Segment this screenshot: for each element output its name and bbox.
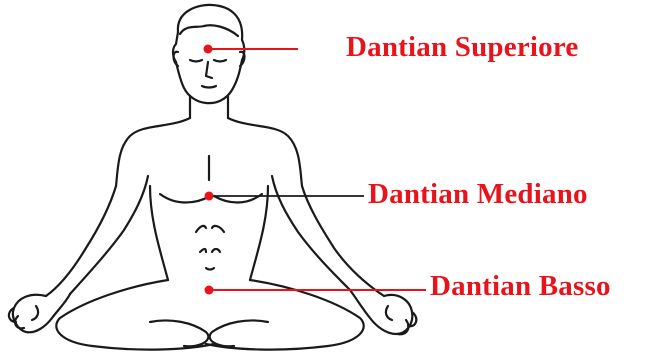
right-arm-inner — [272, 176, 350, 290]
mouth — [202, 86, 216, 88]
middle-dantian-label: Dantian Mediano — [368, 180, 588, 209]
upper-dantian-dot — [204, 45, 213, 54]
navel — [206, 268, 214, 270]
middle-dantian-dot — [205, 192, 214, 201]
lower-dantian-label: Dantian Basso — [430, 272, 611, 301]
hair-outline — [180, 25, 238, 36]
nose — [206, 62, 212, 78]
right-eye — [214, 60, 226, 62]
left-eye — [190, 60, 202, 62]
left-hand — [13, 294, 70, 332]
left-foot — [150, 320, 208, 346]
left-arm-outer — [46, 186, 116, 296]
abs-lower — [200, 249, 220, 252]
upper-dantian-label: Dantian Superiore — [346, 33, 578, 62]
lower-dantian-dot — [205, 286, 214, 295]
right-foot — [210, 320, 268, 346]
chest-left — [160, 194, 210, 203]
right-hand — [350, 290, 412, 334]
torso-left — [150, 186, 168, 280]
left-arm-inner — [70, 176, 148, 294]
abs-upper — [196, 226, 224, 232]
left-shoulder — [116, 118, 190, 186]
left-leg — [56, 280, 214, 350]
right-shoulder — [228, 118, 302, 186]
